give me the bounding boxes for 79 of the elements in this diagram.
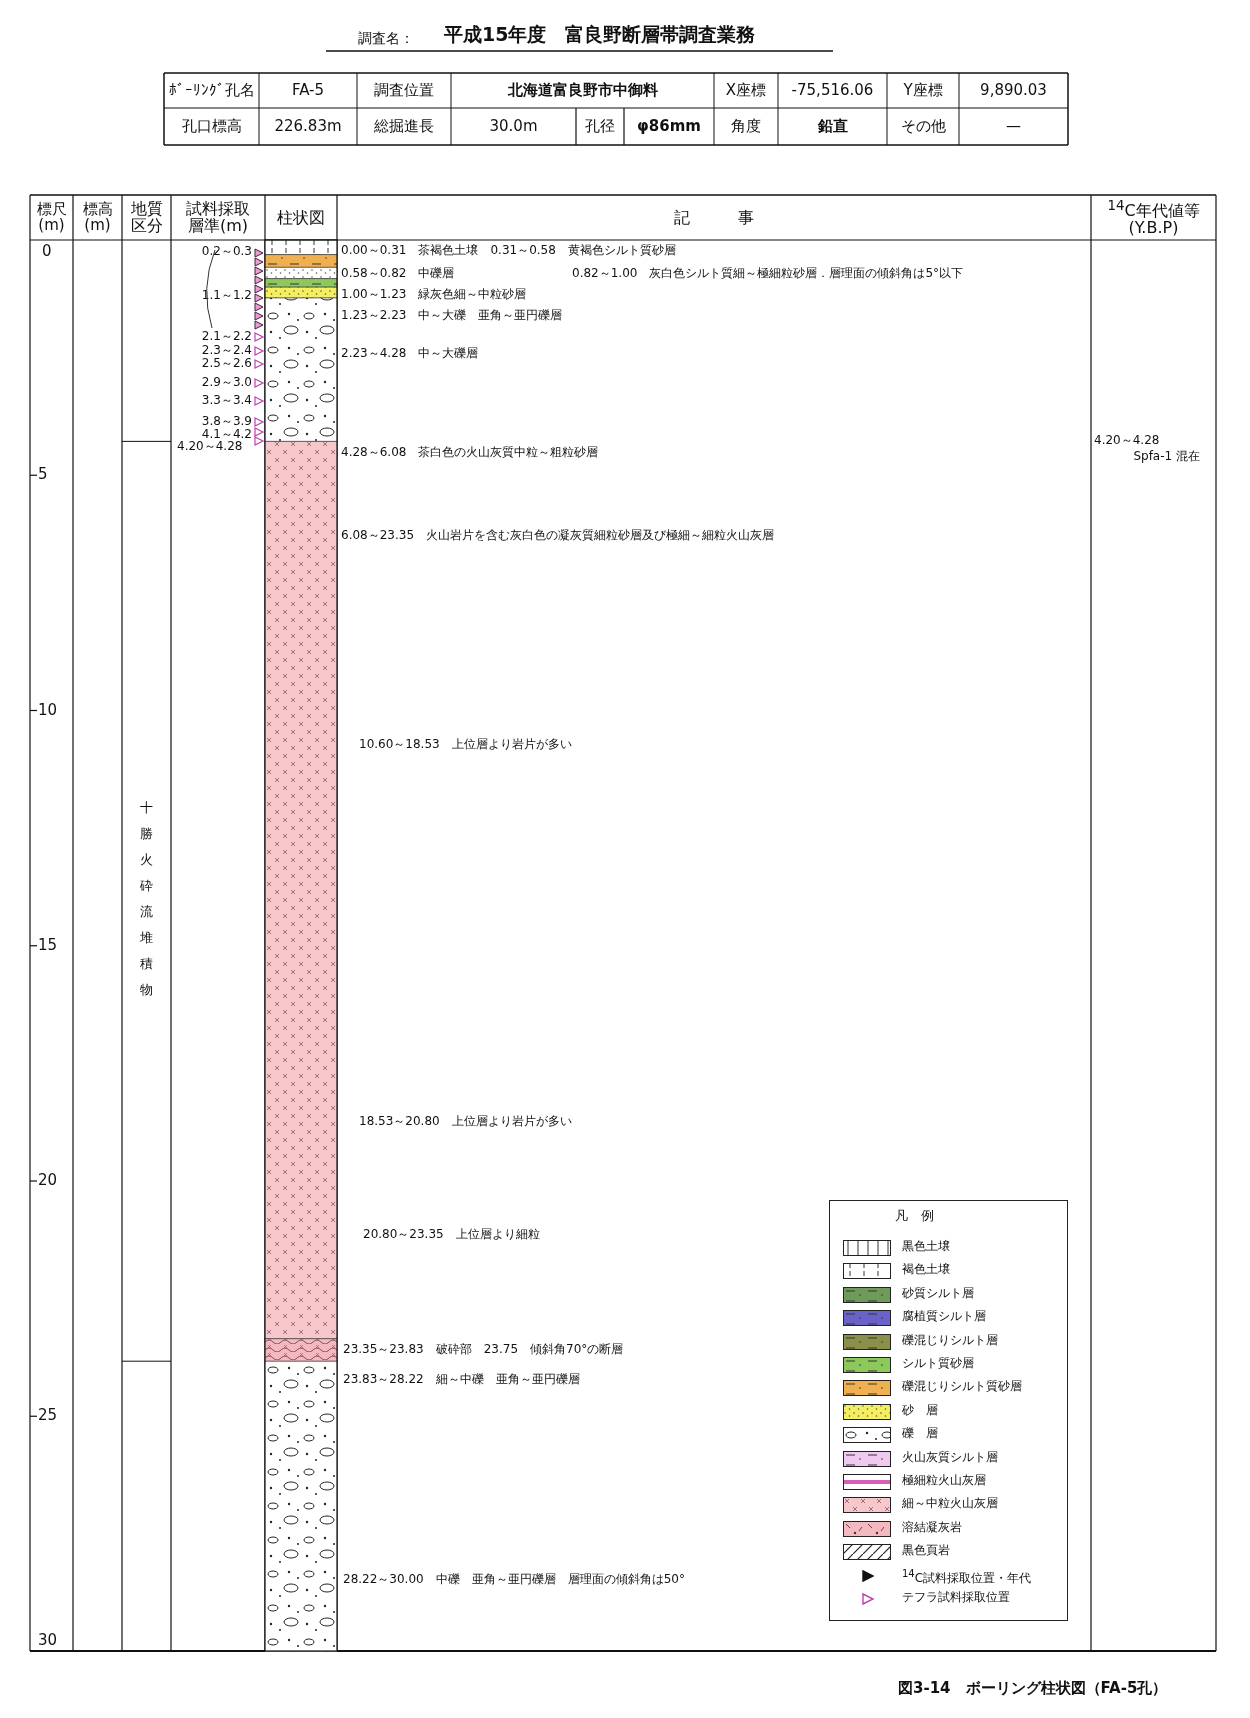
legend-label: 砂 層 bbox=[902, 1403, 938, 1418]
column-header: 試料採取層準(m) bbox=[185, 198, 251, 237]
column-header: 記 事 bbox=[673, 206, 755, 229]
sample-depth-label: 2.5～2.6 bbox=[200, 357, 252, 369]
sample-depth-label: 4.20～4.28 bbox=[177, 440, 243, 452]
info-field-value: 30.0m bbox=[488, 115, 539, 137]
layer-description: 6.08～23.35 火山岩片を含む灰白色の凝灰質細粒砂層及び極細～細粒火山灰層 bbox=[341, 529, 775, 543]
geologic-unit-label: 十勝火砕流堆積物 bbox=[140, 799, 153, 999]
sample-depth-label: 3.8～3.9 bbox=[200, 415, 252, 427]
age-depth-label: 4.20～4.28 bbox=[1094, 434, 1160, 448]
layer-description: 18.53～20.80 上位層より岩片が多い bbox=[359, 1115, 572, 1129]
layer-description: 0.82～1.00 灰白色シルト質細～極細粒砂層．層理面の傾斜角は5°以下 bbox=[572, 267, 964, 281]
sample-depth-label: 2.9～3.0 bbox=[200, 376, 252, 388]
column-header: 地質区分 bbox=[129, 198, 164, 237]
survey-name-label: 調査名： bbox=[358, 30, 414, 47]
column-header: $^{14}$C年代値等 (Y.B.P) bbox=[1106, 197, 1201, 239]
info-field-value: φ86mm bbox=[636, 115, 702, 137]
legend-label: 褐色土壌 bbox=[902, 1263, 950, 1278]
info-field-value: 北海道富良野市中御料 bbox=[506, 79, 659, 101]
depth-scale-number: 20 bbox=[38, 1172, 58, 1190]
age-note: Spfa-1 混在 bbox=[1132, 450, 1200, 464]
depth-scale-number: 5 bbox=[38, 466, 48, 484]
column-header: 標高 (m) bbox=[81, 199, 114, 236]
legend-label: テフラ試料採取位置 bbox=[902, 1591, 1010, 1605]
legend-label: 細～中粒火山灰層 bbox=[902, 1497, 998, 1512]
layer-description: 2.23～4.28 中～大礫層 bbox=[341, 347, 479, 361]
legend-label: 黒色頁岩 bbox=[902, 1544, 950, 1558]
sample-depth-label: 4.1～4.2 bbox=[200, 428, 252, 440]
depth-scale-number: 10 bbox=[38, 701, 58, 719]
legend-label: 極細粒火山灰層 bbox=[902, 1474, 986, 1488]
layer-description: 4.28～6.08 茶白色の火山灰質中粒～粗粒砂層 bbox=[341, 446, 599, 460]
survey-title: 平成15年度 富良野断層帯調査業務 bbox=[444, 24, 756, 46]
layer-description: 28.22～30.00 中礫 亜角～亜円礫層 層理面の傾斜角は50° bbox=[343, 1573, 685, 1587]
legend-label: シルト質砂層 bbox=[902, 1357, 974, 1371]
legend-label: 礫 層 bbox=[902, 1427, 938, 1441]
legend-label: 砂質シルト層 bbox=[902, 1286, 974, 1301]
figure-caption: 図3-14 ボーリング柱状図（FA-5孔） bbox=[898, 1680, 1168, 1698]
column-header: 標尺 (m) bbox=[35, 199, 68, 236]
legend-label: $^{14}$C試料採取位置・年代 bbox=[902, 1567, 1032, 1586]
info-field-value: FA-5 bbox=[290, 79, 326, 101]
info-field-label: 角度 bbox=[730, 115, 762, 137]
depth-scale-number: 0 bbox=[42, 243, 52, 261]
sample-depth-label: 1.1～1.2 bbox=[200, 289, 252, 301]
layer-description: 0.00～0.31 茶褐色土壌 0.31～0.58 黄褐色シルト質砂層 bbox=[341, 244, 676, 258]
layer-description: 0.58～0.82 中礫層 bbox=[341, 267, 455, 281]
depth-scale-number: 15 bbox=[38, 936, 58, 954]
info-field-label: 孔口標高 bbox=[180, 115, 243, 137]
info-field-label: 総掘進長 bbox=[373, 115, 435, 137]
info-field-value: 9,890.03 bbox=[979, 79, 1048, 101]
layer-description: 1.00～1.23 緑灰色細～中粒砂層 bbox=[341, 288, 527, 302]
legend-label: 腐植質シルト層 bbox=[902, 1310, 986, 1324]
info-field-label: Y座標 bbox=[902, 79, 944, 101]
legend-label: 黒色土壌 bbox=[902, 1240, 950, 1254]
info-field-value: -75,516.06 bbox=[790, 79, 875, 101]
column-header: 柱状図 bbox=[276, 206, 326, 229]
sample-depth-label: 2.1～2.2 bbox=[200, 330, 252, 342]
info-field-label: X座標 bbox=[724, 79, 768, 101]
layer-description: 23.35～23.83 破砕部 23.75 傾斜角70°の断層 bbox=[343, 1343, 624, 1357]
legend-label: 礫混じりシルト質砂層 bbox=[902, 1380, 1022, 1395]
layer-description: 1.23～2.23 中～大礫 亜角～亜円礫層 bbox=[341, 309, 563, 323]
legend-label: 火山灰質シルト層 bbox=[902, 1450, 998, 1465]
depth-scale-number: 30 bbox=[38, 1631, 58, 1649]
info-field-value: 226.83m bbox=[273, 115, 343, 137]
legend-label: 溶結凝灰岩 bbox=[902, 1520, 962, 1535]
info-field-label: 調査位置 bbox=[373, 79, 435, 101]
info-field-value: — bbox=[1005, 115, 1022, 137]
depth-scale-number: 25 bbox=[38, 1407, 58, 1425]
sample-depth-label: 3.3～3.4 bbox=[200, 394, 252, 406]
layer-description: 10.60～18.53 上位層より岩片が多い bbox=[359, 738, 572, 752]
legend-title: 凡 例 bbox=[895, 1209, 934, 1224]
sample-depth-label: 0.2～0.3 bbox=[200, 245, 252, 257]
legend-label: 礫混じりシルト層 bbox=[902, 1333, 998, 1348]
info-field-value: 鉛直 bbox=[816, 115, 849, 137]
layer-description: 23.83～28.22 細～中礫 亜角～亜円礫層 bbox=[343, 1373, 580, 1387]
info-field-label: その他 bbox=[899, 115, 947, 137]
info-field-label: ﾎﾞｰﾘﾝｸﾞ孔名 bbox=[167, 79, 256, 101]
sample-depth-label: 2.3～2.4 bbox=[200, 344, 252, 356]
info-field-label: 孔径 bbox=[584, 115, 616, 137]
layer-description: 20.80～23.35 上位層より細粒 bbox=[363, 1228, 540, 1242]
